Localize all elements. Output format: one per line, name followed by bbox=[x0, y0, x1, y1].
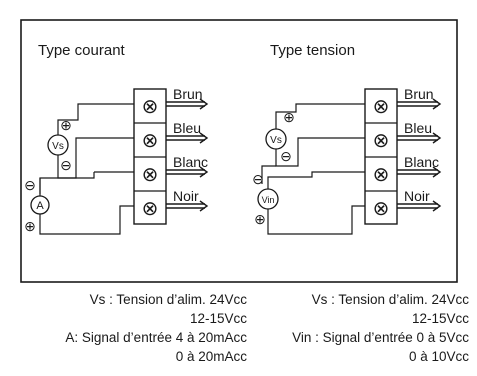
left-supply-plus-icon: ⊕ bbox=[60, 117, 72, 133]
right-signal-minus-icon: ⊖ bbox=[252, 171, 264, 187]
left-wire-label-brun: Brun bbox=[173, 86, 203, 102]
right-signal-label: Vin bbox=[262, 195, 275, 205]
left-caption-line-2: 12-15Vcc bbox=[189, 311, 247, 326]
left-diagram: Type courant ⊗ ⊗ ⊗ ⊗ Brun Bleu Blanc Noi… bbox=[24, 42, 209, 235]
right-wire-label-bleu: Bleu bbox=[404, 120, 432, 136]
right-caption-line-2: 12-15Vcc bbox=[411, 311, 469, 326]
left-caption-line-4: 0 à 20mAcc bbox=[175, 349, 247, 364]
right-caption-line-4: 0 à 10Vcc bbox=[408, 349, 469, 364]
right-supply-plus-icon: ⊕ bbox=[283, 109, 295, 125]
left-wire-label-noir: Noir bbox=[173, 188, 199, 204]
right-terminal-2-icon: ⊗ bbox=[373, 130, 390, 152]
right-caption: Vs : Tension d’alim. 24Vcc 12-15Vcc Vin … bbox=[292, 290, 469, 366]
left-terminal-1-icon: ⊗ bbox=[142, 96, 159, 118]
diagram-border bbox=[20, 19, 458, 283]
left-caption-line-3: A: Signal d’entrée 4 à 20mAcc bbox=[65, 330, 247, 345]
right-title: Type tension bbox=[270, 42, 355, 59]
right-terminal-4-icon: ⊗ bbox=[373, 198, 390, 220]
left-caption: Vs : Tension d’alim. 24Vcc 12-15Vcc A: S… bbox=[65, 290, 247, 366]
left-signal-minus-icon: ⊖ bbox=[24, 177, 36, 193]
left-caption-line-1: Vs : Tension d’alim. 24Vcc bbox=[89, 292, 247, 307]
right-wire-label-noir: Noir bbox=[404, 188, 430, 204]
right-wire-label-brun: Brun bbox=[404, 86, 434, 102]
right-supply-minus-icon: ⊖ bbox=[280, 148, 292, 164]
right-caption-line-3: Vin : Signal d’entrée 0 à 5Vcc bbox=[292, 330, 469, 345]
left-supply-label: Vs bbox=[52, 141, 64, 152]
right-supply-label: Vs bbox=[270, 135, 282, 146]
right-signal-plus-icon: ⊕ bbox=[254, 211, 266, 227]
wiring-diagram-frame: Type courant ⊗ ⊗ ⊗ ⊗ Brun Bleu Blanc Noi… bbox=[20, 19, 458, 283]
right-caption-line-1: Vs : Tension d’alim. 24Vcc bbox=[311, 292, 469, 307]
left-terminal-3-icon: ⊗ bbox=[142, 164, 159, 186]
right-terminal-1-icon: ⊗ bbox=[373, 96, 390, 118]
right-terminal-3-icon: ⊗ bbox=[373, 164, 390, 186]
left-supply-minus-icon: ⊖ bbox=[60, 157, 72, 173]
left-title: Type courant bbox=[38, 42, 126, 59]
right-wire-label-blanc: Blanc bbox=[404, 154, 439, 170]
left-wire-label-blanc: Blanc bbox=[173, 154, 208, 170]
right-diagram: Type tension ⊗ ⊗ ⊗ ⊗ Brun Bleu Blanc Noi… bbox=[252, 42, 442, 235]
left-terminal-2-icon: ⊗ bbox=[142, 130, 159, 152]
left-wire-label-bleu: Bleu bbox=[173, 120, 201, 136]
left-signal-label: A bbox=[36, 200, 44, 212]
left-signal-plus-icon: ⊕ bbox=[24, 218, 36, 234]
left-terminal-4-icon: ⊗ bbox=[142, 198, 159, 220]
